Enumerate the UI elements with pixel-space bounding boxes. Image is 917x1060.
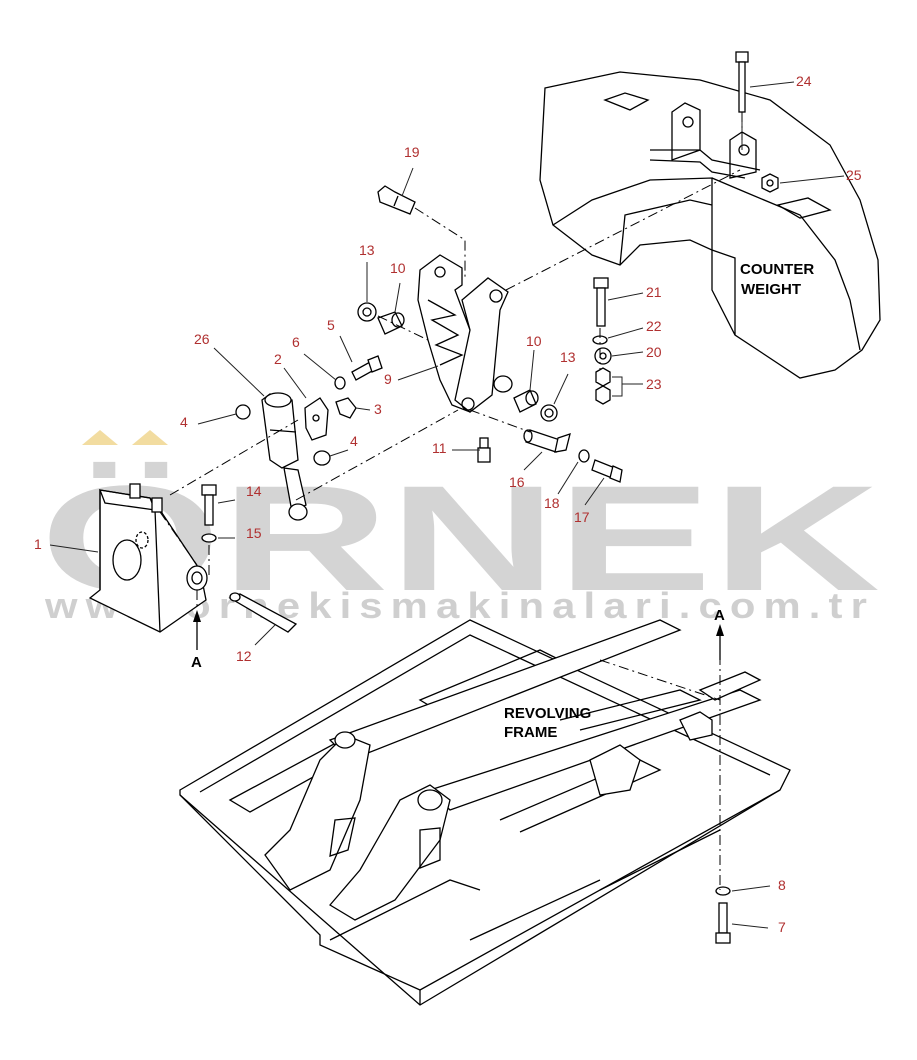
view-arrow-a-left: A xyxy=(191,610,202,671)
pin-16 xyxy=(523,429,571,453)
view-arrow-a-right: A xyxy=(714,607,725,660)
callout-15: 15 xyxy=(246,525,262,541)
elbow-3 xyxy=(335,397,357,419)
callout-26: 26 xyxy=(194,331,210,347)
counterweight-label-line1: COUNTER xyxy=(740,261,814,278)
callout-4-lower: 4 xyxy=(350,433,358,449)
callout-13-right: 13 xyxy=(560,349,576,365)
washer-8 xyxy=(715,886,731,896)
counterweight: COUNTER WEIGHT xyxy=(539,71,881,379)
grease-fitting-11 xyxy=(477,437,491,463)
pin-4-upper xyxy=(235,404,251,420)
link-bracket-9 xyxy=(417,254,513,413)
callout-10-right: 10 xyxy=(526,333,542,349)
callout-12: 12 xyxy=(236,648,252,664)
pin-12 xyxy=(228,592,298,633)
nut-25 xyxy=(761,173,779,193)
bolt-7 xyxy=(715,902,731,944)
callout-24: 24 xyxy=(796,73,812,89)
callout-numbers: 1 2 3 4 4 5 6 7 8 9 10 10 11 12 13 13 14… xyxy=(34,73,862,935)
ring-13-right xyxy=(540,404,558,422)
callout-6: 6 xyxy=(292,334,300,350)
callout-1: 1 xyxy=(34,536,42,552)
callout-4-upper: 4 xyxy=(180,414,188,430)
bushing-10-left xyxy=(377,311,405,335)
callout-10-left: 10 xyxy=(390,260,406,276)
washer-15 xyxy=(201,533,217,543)
callout-7: 7 xyxy=(778,919,786,935)
callout-5: 5 xyxy=(327,317,335,333)
leader-lines xyxy=(49,81,845,929)
ring-18 xyxy=(578,449,590,463)
watermark-accent-icon xyxy=(82,430,118,445)
callout-14: 14 xyxy=(246,483,262,499)
frame-label-line1: REVOLVING xyxy=(504,705,591,722)
callout-2: 2 xyxy=(274,351,282,367)
view-label-a-left: A xyxy=(191,654,202,671)
bracket-2 xyxy=(304,397,329,441)
callout-20: 20 xyxy=(646,344,662,360)
watermark-accent-icon xyxy=(132,430,168,445)
pin-19 xyxy=(377,185,416,215)
callout-16: 16 xyxy=(509,474,525,490)
ring-13-left xyxy=(357,302,377,322)
bolt-21 xyxy=(593,277,609,327)
pin-4-lower xyxy=(313,450,331,466)
callout-8: 8 xyxy=(778,877,786,893)
washer-6 xyxy=(334,376,346,390)
callout-17: 17 xyxy=(574,509,590,525)
nuts-23 xyxy=(595,367,623,405)
callout-9: 9 xyxy=(384,371,392,387)
assembly-lines xyxy=(159,112,743,890)
callout-23: 23 xyxy=(646,376,662,392)
bushing-10-right xyxy=(513,389,539,413)
bushing-20 xyxy=(594,347,612,365)
revolving-frame: REVOLVING FRAME xyxy=(179,619,791,1006)
callout-22: 22 xyxy=(646,318,662,334)
frame-label-line2: FRAME xyxy=(504,724,557,741)
view-label-a-right: A xyxy=(714,607,725,624)
bolt-14 xyxy=(201,484,217,526)
bolt-17 xyxy=(591,459,623,483)
bracket-1 xyxy=(88,483,208,633)
callout-11: 11 xyxy=(432,440,447,456)
bolt-5 xyxy=(351,355,383,381)
callout-21: 21 xyxy=(646,284,662,300)
callout-18: 18 xyxy=(544,495,560,511)
callout-13-left: 13 xyxy=(359,242,375,258)
callout-25: 25 xyxy=(846,167,862,183)
callout-3: 3 xyxy=(374,401,382,417)
counterweight-label-line2: WEIGHT xyxy=(741,281,801,298)
callout-19: 19 xyxy=(404,144,420,160)
